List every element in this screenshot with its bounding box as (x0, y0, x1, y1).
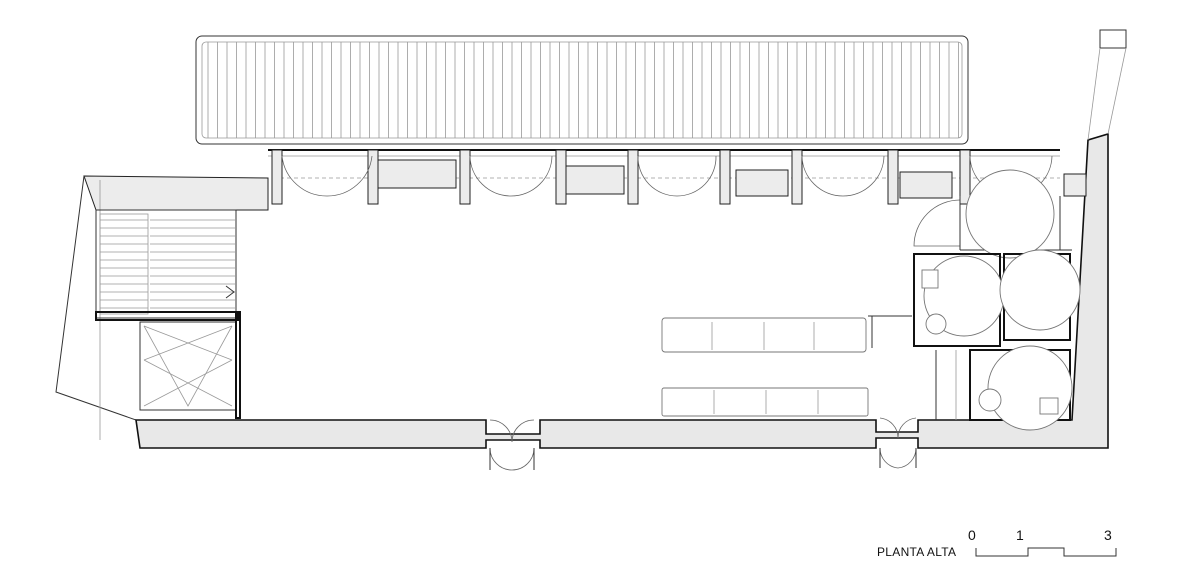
window-pier (887, 149, 899, 205)
toilets (913, 169, 1081, 431)
door-swing-arc (281, 155, 373, 197)
stair-block (55, 175, 269, 441)
window-pier (719, 149, 731, 205)
window-pier (367, 149, 379, 205)
south-door-right (879, 417, 917, 469)
window-bays (271, 149, 1053, 205)
title-block: PLANTA ALTA 0 1 3 (877, 527, 1117, 559)
window-pier (627, 149, 639, 205)
main-hall (661, 315, 912, 417)
window-pier (555, 149, 567, 205)
window-pane (735, 169, 789, 197)
window-pane (377, 159, 457, 189)
scale-bar: 0 1 3 (968, 527, 1117, 557)
window-pane (899, 171, 953, 199)
scale-tick-1: 1 (1016, 527, 1024, 543)
stair-treads (100, 219, 236, 309)
door-swing-arc (801, 155, 885, 197)
window-pier (459, 149, 471, 205)
balcony-slats (207, 42, 959, 138)
window-pane (565, 165, 625, 195)
window-pier (959, 149, 971, 205)
window-pier (271, 149, 283, 205)
window-pier (791, 149, 803, 205)
east-wall (1063, 29, 1127, 197)
south-door-left (489, 419, 535, 471)
upper-balcony (195, 35, 969, 145)
scale-tick-0: 0 (968, 527, 976, 543)
drawing-title: PLANTA ALTA (877, 545, 956, 559)
scale-tick-3: 3 (1104, 527, 1112, 543)
door-swing-arc (469, 155, 553, 197)
north-facade (268, 149, 1060, 205)
door-swing-arc (637, 155, 717, 197)
